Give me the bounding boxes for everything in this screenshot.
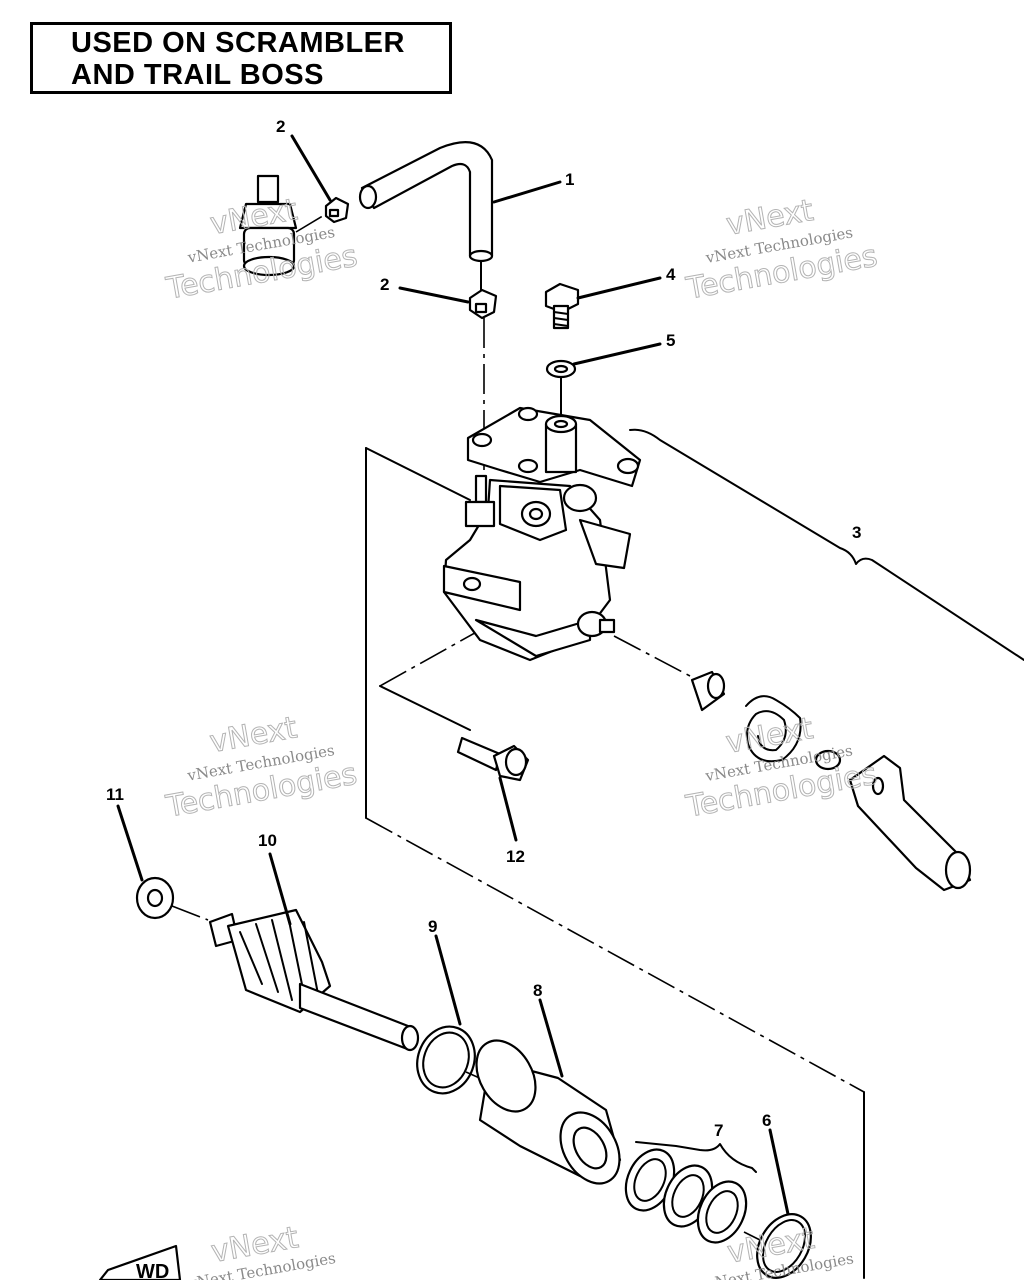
callout-numbers: 2 1 2 4 5 3 12 11 10 9 8 7 6: [106, 117, 861, 1140]
pump-control-linkage: [690, 670, 972, 892]
watermark-mid-left: vNext vNext Technologies Technologies: [162, 710, 360, 825]
part-3-oil-pump: [442, 406, 642, 662]
watermark-top-right: vNext vNext Technologies Technologies: [683, 193, 881, 308]
callout-1: 1: [565, 170, 574, 189]
watermark-bottom-left: vNext vNext Technologies: [186, 1220, 337, 1280]
callout-11: 11: [106, 785, 124, 804]
callout-6: 6: [762, 1111, 771, 1130]
part-9-o-ring: [416, 1025, 485, 1095]
callout-leaders: [116, 134, 790, 1216]
watermark-mid-right: vNext vNext Technologies Technologies: [682, 711, 880, 826]
callout-9: 9: [428, 917, 437, 936]
part-10-drive-gear: [208, 908, 420, 1052]
front-arrow-label: WD: [136, 1261, 169, 1280]
callout-5: 5: [666, 331, 675, 350]
callout-3: 3: [852, 523, 861, 542]
part-8-bushing: [475, 1039, 622, 1185]
watermark-top-left: vNext vNext Technologies Technologies: [163, 192, 361, 307]
callout-7: 7: [714, 1121, 723, 1140]
part-4-bleed-screw: [544, 282, 580, 330]
part-3-brace: [629, 428, 1024, 661]
part-5-washer: [545, 359, 577, 419]
front-direction-arrow: WD: [98, 1244, 182, 1280]
model-applicability-box: USED ON SCRAMBLER AND TRAIL BOSS: [30, 22, 452, 94]
applicability-line-2: AND TRAIL BOSS: [71, 59, 324, 91]
tank-fitting: [238, 174, 327, 277]
part-2-clamp-upper: [324, 196, 350, 224]
part-2-clamp-lower: [468, 288, 498, 320]
part-12-mounting-bolt: [456, 736, 530, 782]
part-1-hose: [358, 141, 494, 291]
part-6-o-ring: [756, 1213, 812, 1279]
applicability-line-1: USED ON SCRAMBLER: [71, 27, 405, 59]
callout-12: 12: [506, 847, 525, 866]
callout-8: 8: [533, 981, 542, 1000]
callout-2-lower: 2: [380, 275, 389, 294]
callout-10: 10: [258, 831, 277, 850]
callout-2-upper: 2: [276, 117, 285, 136]
callout-4: 4: [666, 265, 676, 284]
part-11-washer: [135, 876, 209, 921]
part-7-seal-set: [624, 1141, 761, 1244]
